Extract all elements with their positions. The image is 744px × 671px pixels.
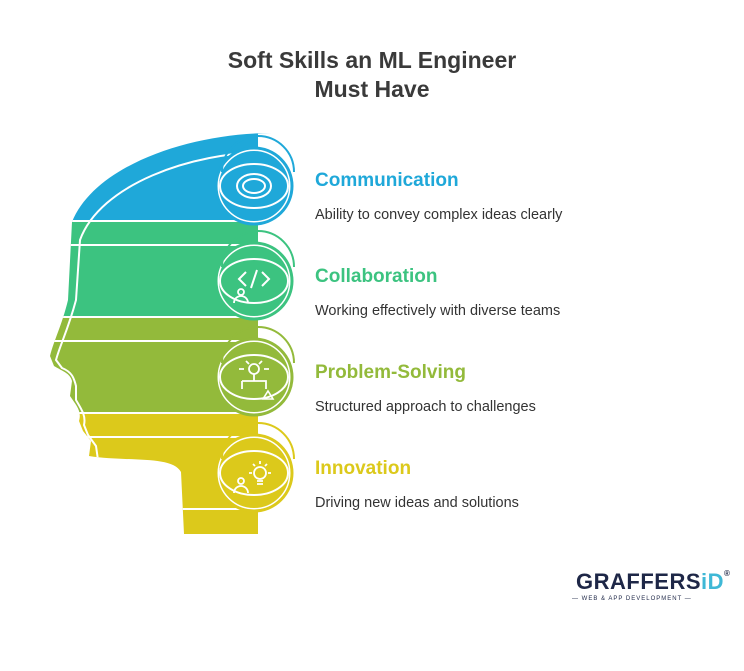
eye-icon <box>236 173 272 199</box>
page-title: Soft Skills an ML Engineer Must Have <box>0 46 744 104</box>
title-line-1: Soft Skills an ML Engineer <box>227 47 517 73</box>
title-line-2: Must Have <box>314 76 430 102</box>
skill-title: Innovation <box>315 458 412 479</box>
circle-badge-communication <box>214 135 295 226</box>
circle-badge-collaboration <box>214 230 295 321</box>
skill-title: Collaboration <box>315 266 438 287</box>
skill-title: Communication <box>315 170 459 191</box>
code-person-icon <box>233 269 271 304</box>
circle-badge-problem-solving <box>214 326 295 417</box>
circle-badge-innovation <box>214 422 295 513</box>
graffersid-logo: GRAFFERSiD® — WEB & APP DEVELOPMENT — <box>572 569 731 602</box>
skill-description: Structured approach to challenges <box>315 399 536 415</box>
skill-description: Driving new ideas and solutions <box>315 495 519 511</box>
lightbulb-person-icon <box>233 461 271 494</box>
skill-title: Problem-Solving <box>315 362 466 383</box>
skill-description: Ability to convey complex ideas clearly <box>315 207 563 223</box>
skill-description: Working effectively with diverse teams <box>315 303 561 319</box>
lightbulb-flowchart-icon <box>239 360 275 400</box>
